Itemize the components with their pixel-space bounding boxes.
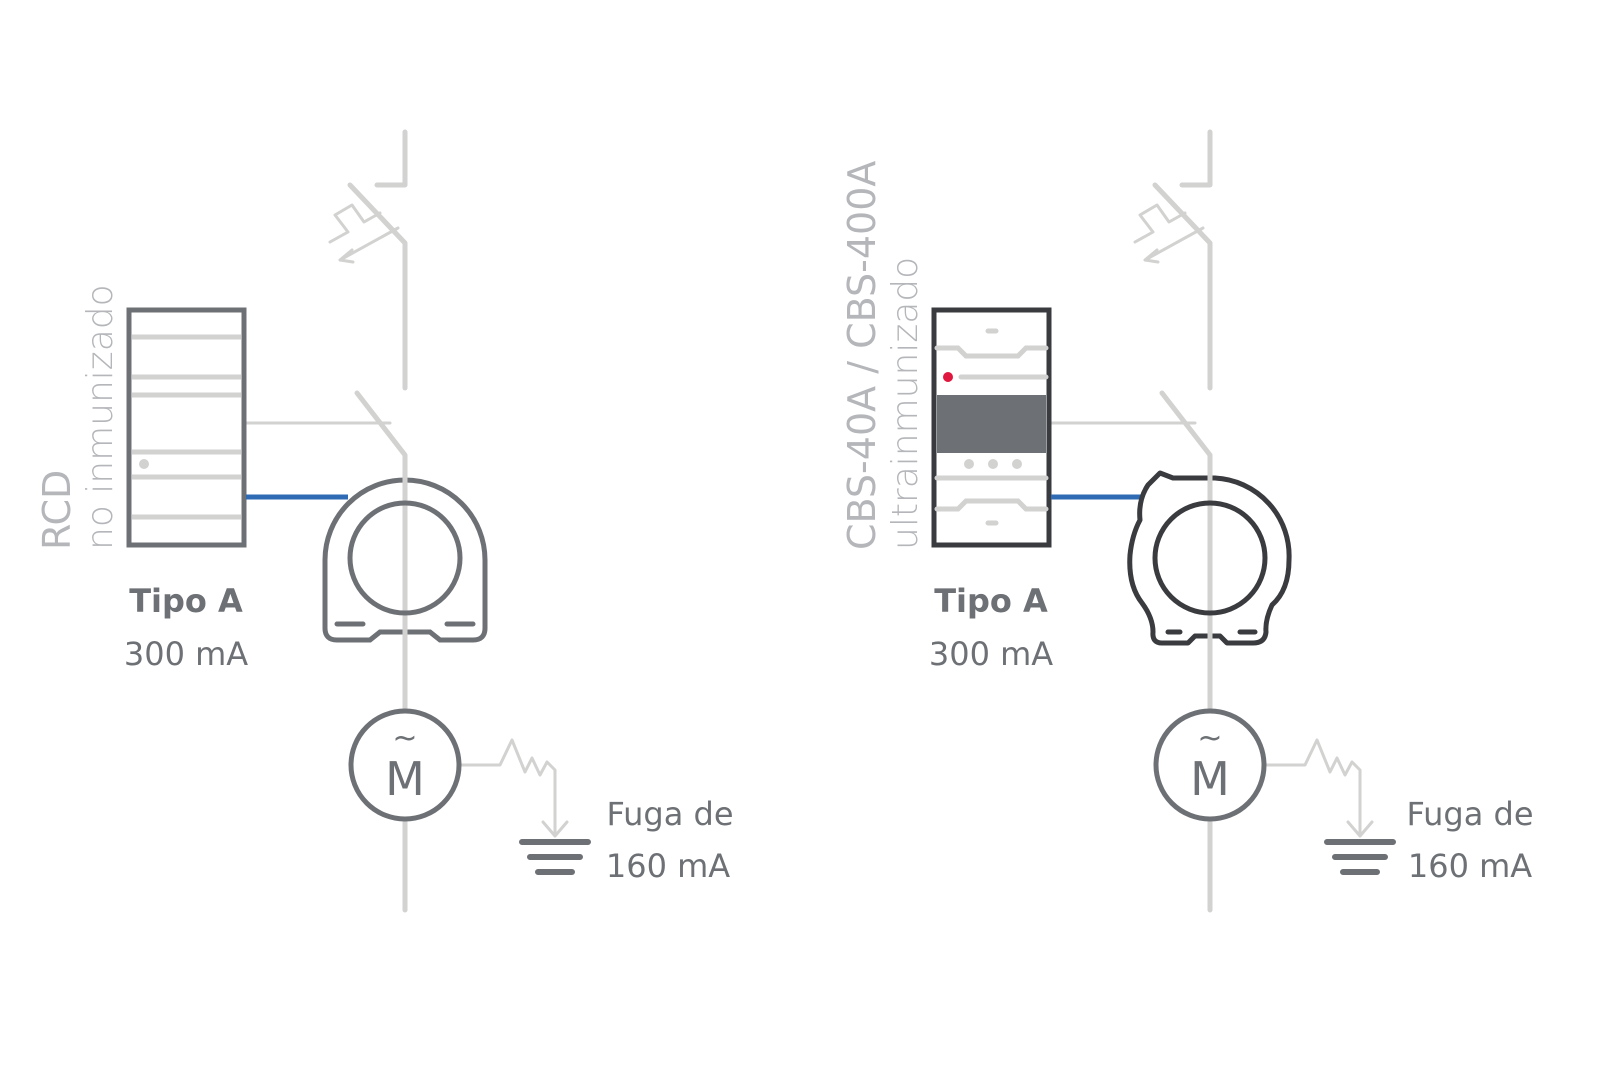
motor-label: M	[1190, 752, 1230, 806]
leak-label: Fuga de	[606, 795, 733, 833]
device-name: RCD	[35, 470, 79, 550]
ac-tilde-icon: ~	[392, 721, 417, 756]
toroid-left	[322, 473, 488, 643]
device-type: Tipo A	[129, 582, 243, 620]
cbs-device	[931, 307, 1052, 548]
device-type: Tipo A	[934, 582, 1048, 620]
leak-value: 160 mA	[1408, 847, 1532, 885]
device-name: CBS-40A / CBS-400A	[840, 161, 884, 550]
device-rating: 300 mA	[124, 635, 248, 673]
toroid-right	[1127, 470, 1292, 646]
device-rating: 300 mA	[929, 635, 1053, 673]
right-panel: M ~ CBS-40A / CBS-400A ultrainmunizado T…	[840, 132, 1534, 910]
motor-label: M	[385, 752, 425, 806]
device-sub: no inmunizado	[80, 284, 121, 550]
left-panel: M ~ RCD no inmunizado Tipo A 300 mA Fuga…	[35, 132, 734, 910]
ac-tilde-icon: ~	[1197, 721, 1222, 756]
rcd-device	[126, 307, 247, 548]
device-sub: ultrainmunizado	[885, 257, 926, 550]
leak-value: 160 mA	[606, 847, 730, 885]
leak-label: Fuga de	[1406, 795, 1533, 833]
